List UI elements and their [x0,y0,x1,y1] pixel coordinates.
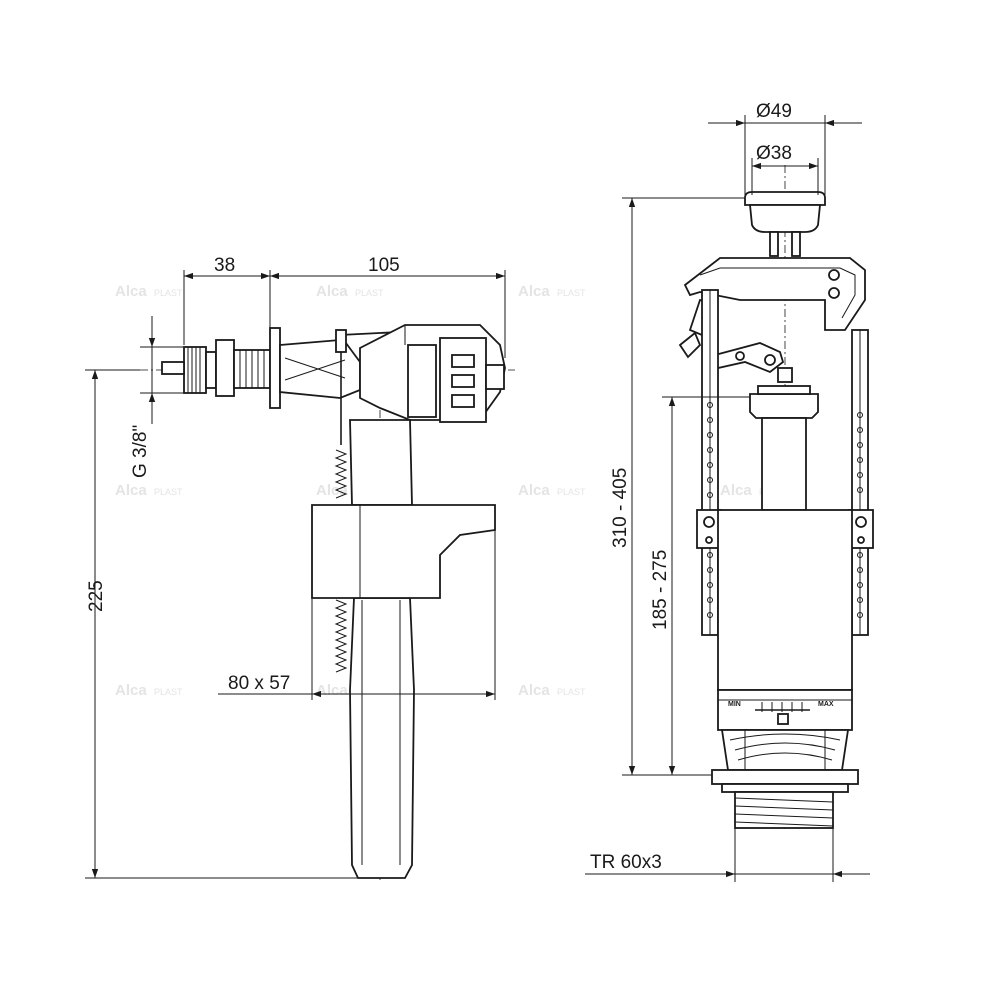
float-box [311,504,496,599]
dim-thread-label: G 3/8" [130,425,151,478]
valve-head [359,324,506,423]
watermark: Alca PLAST [518,482,586,499]
top-frame [678,257,866,374]
svg-text:PLAST: PLAST [557,288,586,298]
float-rod [334,329,348,673]
svg-text:PLAST: PLAST [154,687,183,697]
svg-text:Alca: Alca [115,283,147,300]
watermark: Alca PLAST [518,682,586,699]
svg-text:Alca: Alca [316,682,348,699]
watermark: Alca PLAST [115,682,183,699]
flush-valve-dimensions: Ø49 Ø38 310 - 405 185 - 275 TR 60x3 [585,101,870,882]
svg-text:Alca: Alca [316,283,348,300]
scale-max-label: MAX [818,701,834,708]
svg-text:PLAST: PLAST [154,487,183,497]
overflow-tube [749,367,819,511]
valve-base [711,729,859,829]
dim-button-outer-label: Ø49 [756,101,792,122]
svg-text:PLAST: PLAST [557,687,586,697]
watermark: Alca PLAST [518,283,586,300]
dim-float-label: 80 x 57 [228,673,290,694]
dim-overflow-height-label: 185 - 275 [650,550,671,630]
svg-text:Alca: Alca [115,682,147,699]
svg-text:Alca: Alca [518,482,550,499]
svg-text:Alca: Alca [316,482,348,499]
dim-offset-label: 38 [214,255,235,276]
svg-text:PLAST: PLAST [557,487,586,497]
svg-text:PLAST: PLAST [355,288,384,298]
inlet-thread [161,327,281,409]
valve-body: MIN MAX [717,509,853,731]
watermark: Alca PLAST [316,283,384,300]
svg-text:Alca: Alca [518,283,550,300]
dim-height-label: 225 [86,580,107,612]
dim-base-thread-label: TR 60x3 [590,852,662,873]
valve-tube [349,419,415,879]
svg-text:Alca: Alca [518,682,550,699]
push-button[interactable] [744,191,826,257]
flush-valve: MIN MAX [678,165,874,830]
dim-button-inner-label: Ø38 [756,143,792,164]
dim-total-height-label: 310 - 405 [610,468,631,548]
scale-min-label: MIN [728,701,741,708]
height-rack-right [848,329,874,636]
svg-text:Alca: Alca [115,482,147,499]
fill-valve [140,324,515,880]
watermark: Alca PLAST [115,283,183,300]
watermark: Alca PLAST [115,482,183,499]
svg-text:Alca: Alca [720,482,752,499]
fill-valve-dimensions: 38 105 G 3/8" 225 80 x 57 [85,255,506,879]
dim-length-label: 105 [368,255,400,276]
svg-text:PLAST: PLAST [154,288,183,298]
